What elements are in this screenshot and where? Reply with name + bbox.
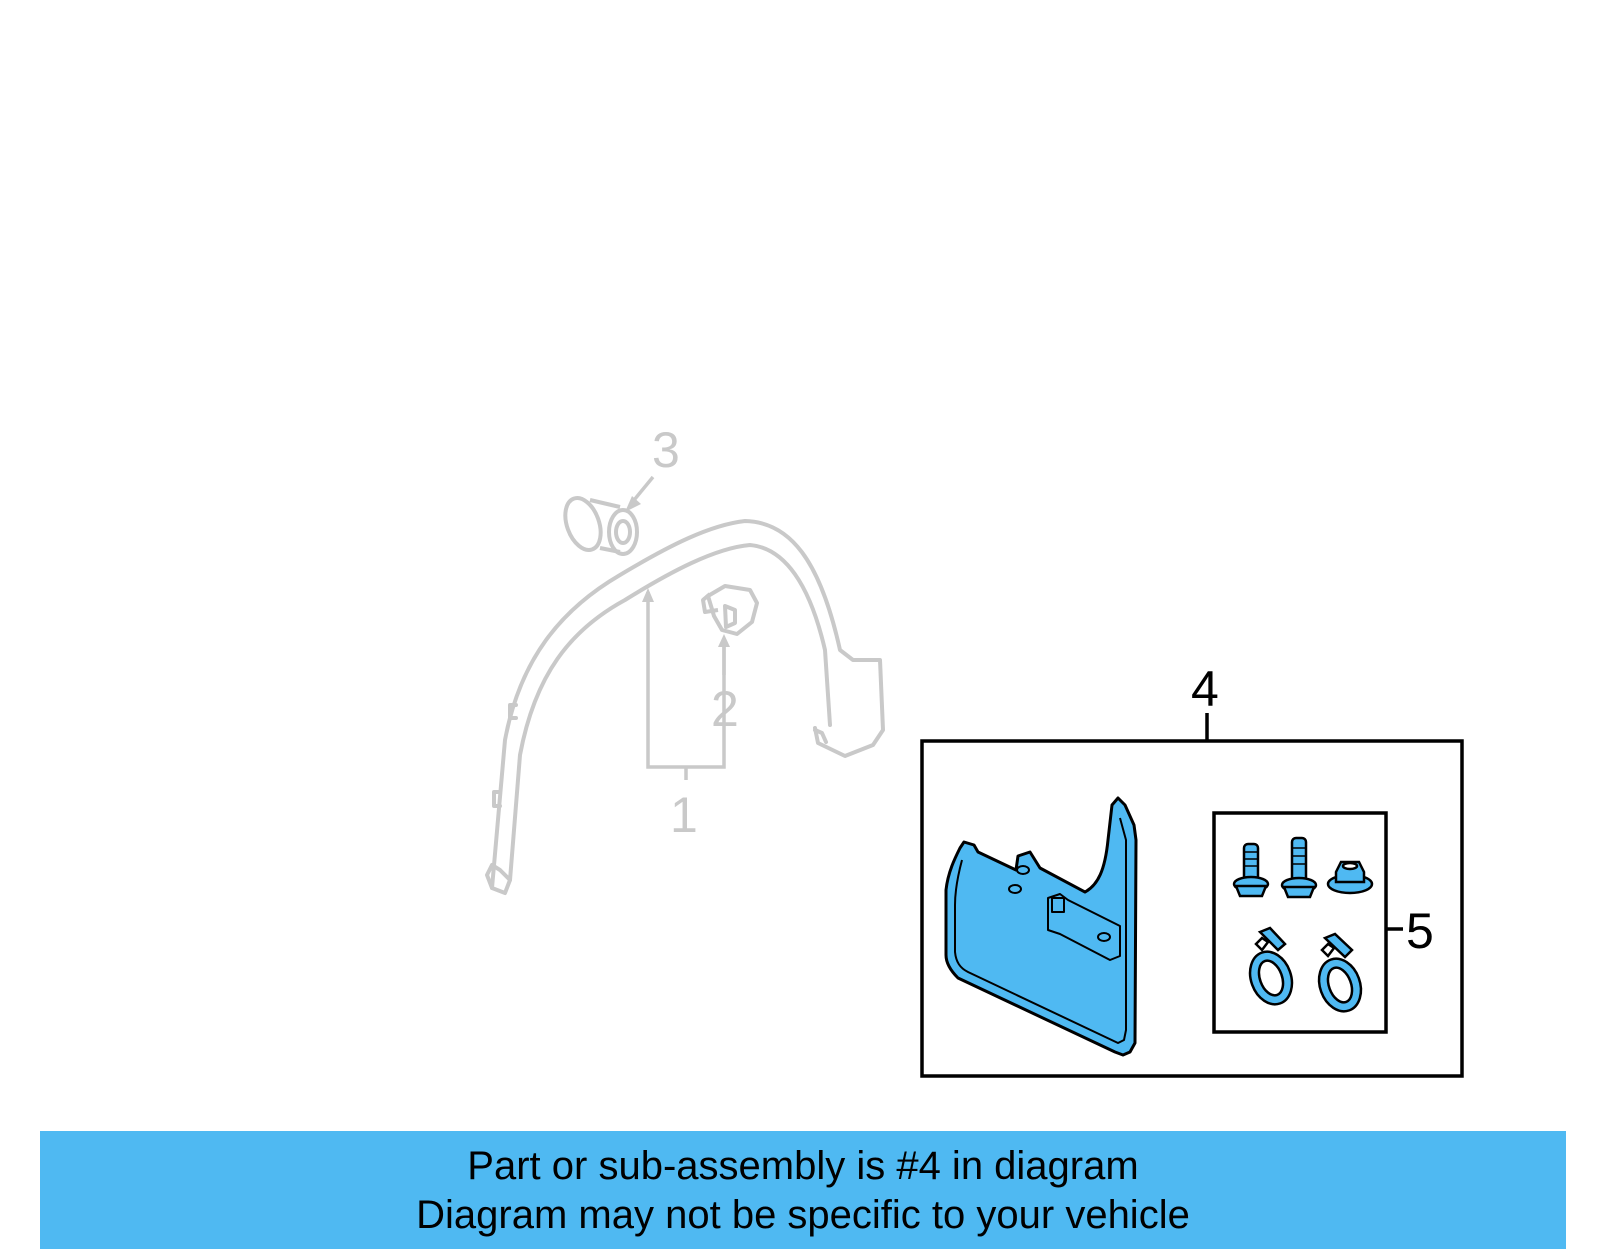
assembly-outline-box (920, 739, 1464, 1078)
info-banner-bg (40, 1131, 1566, 1249)
banner-line-2: Diagram may not be specific to your vehi… (416, 1193, 1190, 1237)
mud-flap (944, 796, 1138, 1057)
info-banner: Part or sub-assembly is #4 in diagram Di… (40, 1131, 1566, 1249)
ghost-leader-lines (625, 475, 730, 780)
banner-line-1: Part or sub-assembly is #4 in diagram (467, 1144, 1139, 1188)
callout-1: 1 (670, 787, 698, 843)
hardware-kit-box (1212, 811, 1388, 1034)
clamp-2 (1317, 932, 1363, 1013)
bolt-2 (1280, 836, 1318, 899)
arrow-head-2 (718, 634, 730, 647)
flange-nut (1326, 860, 1374, 895)
retainer-clip (701, 584, 759, 636)
arrow-head-3 (625, 496, 641, 512)
clamp-1 (1248, 926, 1294, 1006)
callout-5: 5 (1406, 903, 1434, 959)
callout-3: 3 (652, 422, 680, 478)
bolt-1 (1232, 842, 1270, 898)
push-pin-grommet (563, 496, 639, 556)
arrow-head-1 (642, 588, 654, 602)
callout-4: 4 (1191, 661, 1219, 717)
callout-2: 2 (711, 681, 739, 737)
wheel-arch-molding (485, 519, 885, 895)
